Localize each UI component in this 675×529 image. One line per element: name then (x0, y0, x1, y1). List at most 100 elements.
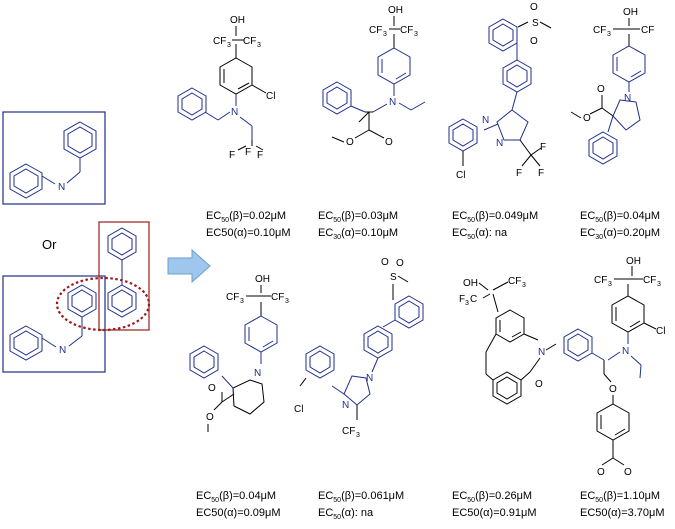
svg-text:O: O (624, 467, 632, 478)
svg-text:EC50(α)=3.70μM: EC50(α)=3.70μM (580, 507, 665, 519)
svg-text:N: N (254, 368, 261, 379)
svg-text:Cl: Cl (656, 326, 665, 337)
svg-text:Cl: Cl (456, 170, 465, 181)
svg-text:F: F (540, 142, 546, 153)
svg-text:EC50(β)=0.04μM: EC50(β)=0.04μM (580, 210, 660, 224)
svg-text:EC50(α): na: EC50(α): na (318, 507, 374, 521)
svg-text:EC50(β)=0.03μM: EC50(β)=0.03μM (318, 210, 398, 224)
svg-text:F: F (257, 150, 263, 161)
scaffold-red-box (98, 221, 150, 331)
caption-5: EC50(β)=0.04μM EC50(α)=0.09μM (196, 490, 281, 519)
svg-text:N: N (366, 373, 373, 384)
svg-text:OH: OH (626, 256, 641, 267)
svg-text:O: O (597, 84, 605, 95)
svg-text:N: N (622, 346, 629, 357)
svg-text:OH: OH (255, 274, 270, 285)
svg-text:EC50(α)=0.10μM: EC50(α)=0.10μM (206, 227, 291, 239)
svg-text:N: N (231, 107, 238, 118)
svg-text:O: O (609, 384, 617, 395)
scaffold-bottom-box (2, 275, 106, 373)
svg-text:EC50(β)=0.049μM: EC50(β)=0.049μM (452, 210, 538, 224)
svg-text:EC50(β)=0.02μM: EC50(β)=0.02μM (206, 210, 286, 224)
svg-text:F: F (245, 147, 251, 158)
svg-text:F: F (516, 168, 522, 179)
svg-text:CF: CF (400, 25, 413, 36)
svg-text:N: N (624, 93, 631, 104)
svg-text:EC50(β)=0.04μM: EC50(β)=0.04μM (196, 490, 276, 504)
svg-text:3: 3 (383, 31, 387, 38)
svg-text:O: O (597, 467, 605, 478)
svg-text:EC50(β)=1.10μM: EC50(β)=1.10μM (580, 490, 660, 504)
svg-text:3: 3 (285, 298, 289, 305)
caption-8: EC50(β)=1.10μM EC50(α)=3.70μM (580, 490, 665, 519)
svg-text:O: O (206, 412, 214, 423)
svg-text:N: N (496, 138, 503, 149)
svg-text:CF: CF (643, 275, 656, 286)
svg-text:OH: OH (623, 7, 638, 18)
biphenyl-right-ring (107, 284, 137, 318)
caption-7: EC50(β)=0.26μM EC50(α)=0.91μM (452, 490, 537, 519)
svg-text:CF: CF (593, 25, 606, 36)
phenyl-ring-inner (13, 168, 39, 194)
svg-text:N: N (538, 347, 545, 358)
caption-1: EC50(β)=0.02μM EC50(α)=0.10μM (206, 210, 291, 239)
benzyl-ring-inner (67, 126, 93, 154)
svg-text:O: O (385, 137, 393, 148)
svg-text:O: O (583, 113, 591, 124)
svg-text:O: O (535, 379, 543, 390)
svg-text:S: S (532, 18, 539, 29)
phenyl-ring (9, 163, 43, 199)
svg-text:F: F (229, 150, 235, 161)
svg-text:EC50(α): na: EC50(α): na (452, 227, 508, 241)
svg-text:O: O (396, 258, 404, 269)
svg-text:O: O (346, 137, 354, 148)
svg-text:CF: CF (369, 25, 382, 36)
svg-text:N: N (342, 400, 349, 411)
svg-text:N: N (482, 115, 489, 126)
svg-text:CF: CF (508, 276, 521, 287)
svg-text:O: O (530, 2, 538, 13)
arrow-icon (167, 248, 211, 284)
svg-text:CF: CF (594, 275, 607, 286)
svg-text:3: 3 (465, 300, 469, 307)
scaffold-top: N (2, 111, 106, 205)
svg-text:OH: OH (463, 278, 478, 289)
svg-text:F: F (459, 294, 465, 305)
svg-text:EC50(β)=0.26μM: EC50(β)=0.26μM (452, 490, 532, 504)
svg-text:O: O (530, 36, 538, 47)
scaffold-bottom: N (2, 221, 151, 373)
svg-text:CF: CF (641, 25, 654, 36)
scaffold-top-box (2, 111, 106, 205)
compound-3: S O O N N Cl F F F (448, 2, 552, 181)
svg-text:EC50(α)=0.91μM: EC50(α)=0.91μM (452, 507, 537, 519)
svg-text:3: 3 (522, 282, 526, 289)
svg-text:OH: OH (230, 15, 245, 26)
scaffold-bottom-n: N (59, 345, 66, 356)
svg-text:3: 3 (356, 432, 360, 439)
svg-text:C: C (470, 294, 477, 305)
caption-2: EC50(β)=0.03μM EC30(α)=0.10μM (318, 210, 398, 241)
svg-text:EC50(β)=0.061μM: EC50(β)=0.061μM (318, 490, 404, 504)
phenyl-ring-2 (9, 325, 43, 361)
svg-text:S: S (390, 272, 397, 283)
svg-text:3: 3 (257, 42, 261, 49)
svg-text:O: O (208, 383, 216, 394)
svg-text:EC50(α)=0.09μM: EC50(α)=0.09μM (196, 507, 281, 519)
svg-text:O: O (381, 257, 389, 268)
svg-text:CF: CF (226, 292, 239, 303)
svg-text:OH: OH (388, 5, 403, 16)
caption-3: EC50(β)=0.049μM EC50(α): na (452, 210, 538, 241)
caption-4: EC50(β)=0.04μM EC30(α)=0.20μM (580, 210, 660, 241)
svg-text:3: 3 (608, 281, 612, 288)
svg-text:Cl: Cl (266, 91, 275, 102)
scaffold-top-n: N (58, 182, 65, 193)
